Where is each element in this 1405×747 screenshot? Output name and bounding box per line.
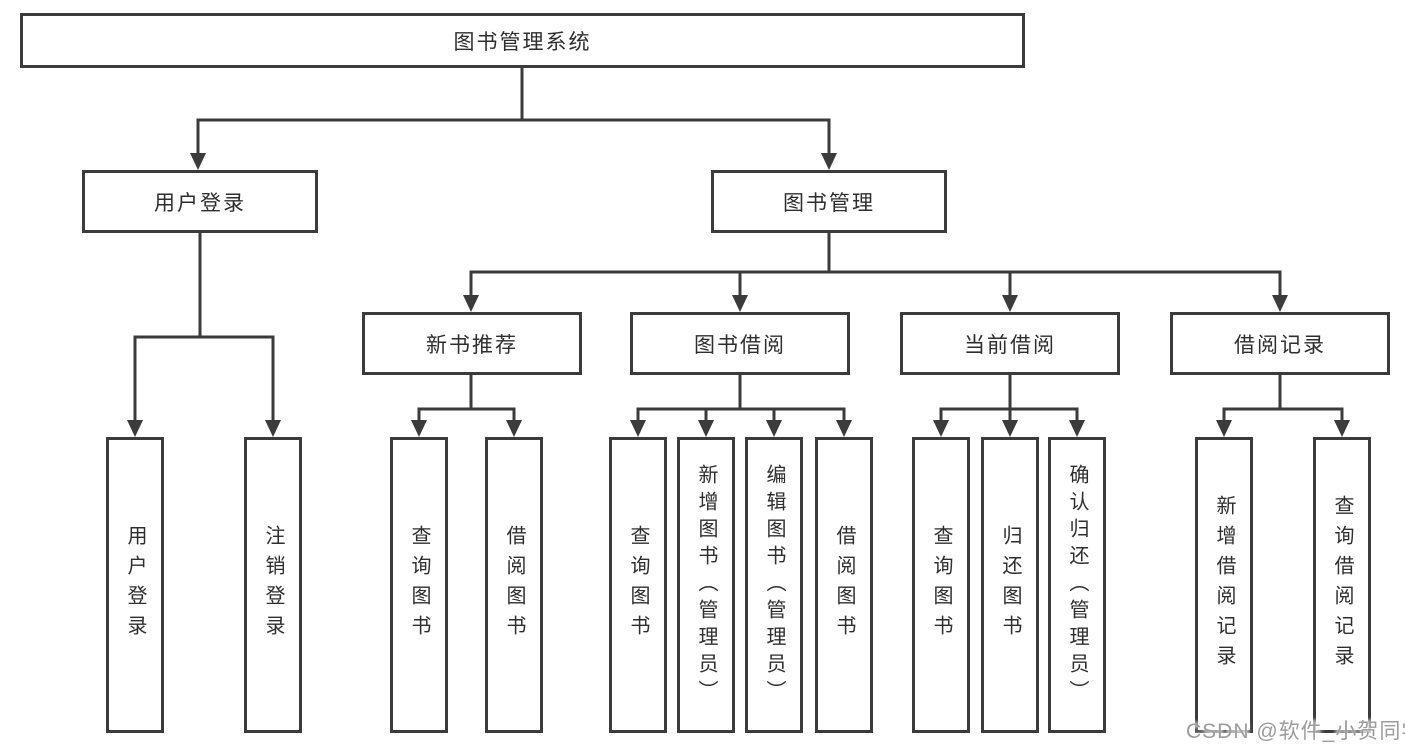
arrowhead-icons <box>127 153 1350 437</box>
leaf-user-login: 用户登录 <box>106 437 164 733</box>
leaf-label: 新增图书（管理员） <box>695 463 717 707</box>
node-new-book-recommend: 新书推荐 <box>362 312 582 375</box>
leaf-query-books-borrow: 查询图书 <box>609 437 667 733</box>
node-book-borrowing: 图书借阅 <box>630 312 850 375</box>
leaf-borrow-books-recommend: 借阅图书 <box>485 437 543 733</box>
csdn-watermark: CSDN @软件_小贺同学 <box>1186 720 1405 743</box>
leaf-add-borrow-record: 新增借阅记录 <box>1195 437 1253 733</box>
leaf-label: 借阅图书 <box>833 525 855 645</box>
node-label: 新书推荐 <box>426 333 518 357</box>
node-user-login-branch: 用户登录 <box>82 170 318 233</box>
leaf-label: 用户登录 <box>124 525 146 645</box>
leaf-query-borrow-record: 查询借阅记录 <box>1313 437 1371 733</box>
leaf-label: 查询借阅记录 <box>1331 495 1353 675</box>
node-label: 用户登录 <box>154 191 246 215</box>
node-label: 借阅记录 <box>1234 333 1326 357</box>
node-label: 图书借阅 <box>694 333 786 357</box>
node-root-system: 图书管理系统 <box>20 13 1025 68</box>
leaf-label: 编辑图书（管理员） <box>763 463 785 707</box>
leaf-confirm-return-admin: 确认归还（管理员） <box>1048 437 1106 733</box>
node-borrowing-records: 借阅记录 <box>1170 312 1390 375</box>
leaf-label: 查询图书 <box>408 525 430 645</box>
leaf-label: 查询图书 <box>930 525 952 645</box>
node-current-borrowing: 当前借阅 <box>900 312 1120 375</box>
node-label: 当前借阅 <box>964 333 1056 357</box>
leaf-logout: 注销登录 <box>244 437 302 733</box>
leaf-query-books-recommend: 查询图书 <box>390 437 448 733</box>
node-book-management-branch: 图书管理 <box>711 170 947 233</box>
node-label: 图书管理 <box>783 191 875 215</box>
leaf-edit-books-admin: 编辑图书（管理员） <box>745 437 803 733</box>
leaf-label: 确认归还（管理员） <box>1066 463 1088 707</box>
leaf-label: 新增借阅记录 <box>1213 495 1235 675</box>
leaf-query-books-current: 查询图书 <box>912 437 970 733</box>
leaf-label: 归还图书 <box>999 525 1021 645</box>
leaf-add-books-admin: 新增图书（管理员） <box>677 437 735 733</box>
node-label: 图书管理系统 <box>453 30 592 54</box>
leaf-label: 借阅图书 <box>503 525 525 645</box>
leaf-borrow-books: 借阅图书 <box>815 437 873 733</box>
leaf-return-books: 归还图书 <box>981 437 1039 733</box>
leaf-label: 查询图书 <box>627 525 649 645</box>
leaf-label: 注销登录 <box>262 525 284 645</box>
